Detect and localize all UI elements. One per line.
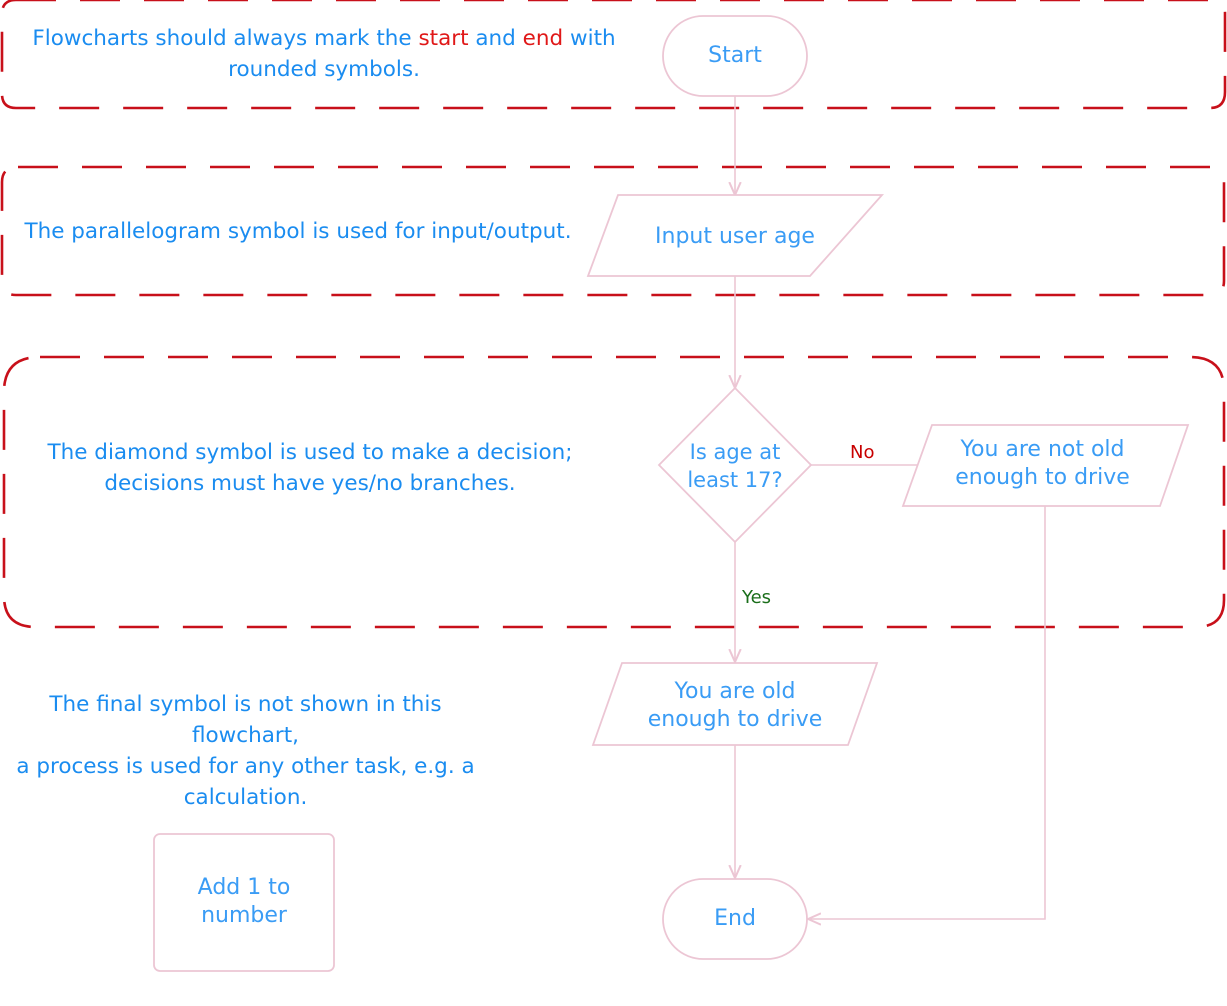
input-age-label: Input user age (655, 224, 815, 249)
age-decision-diamond (657, 386, 813, 544)
process-example-label: Add 1 to number (197, 875, 291, 928)
edge-no-label: No (850, 442, 875, 463)
input-age-parallelogram (586, 194, 885, 277)
note-terminator-end-word: end (522, 26, 564, 51)
not-old-enough-label: You are not old enough to drive (955, 437, 1130, 490)
note-terminator-start-word: start (418, 26, 469, 51)
note-terminator-middle: and (468, 26, 523, 51)
note-terminator-before: Flowcharts should always mark the (32, 26, 419, 51)
note-final-line1: The final symbol is not shown in this fl… (49, 692, 442, 748)
start-terminator (662, 15, 808, 97)
edge-yes-label: Yes (742, 587, 772, 608)
decision-label: Is age at least 17? (687, 440, 783, 492)
start-label: Start (708, 43, 762, 68)
note-final: The final symbol is not shown in this fl… (8, 689, 483, 813)
note-diamond: The diamond symbol is used to make a dec… (47, 440, 573, 496)
end-label: End (714, 906, 756, 931)
note-final-line2: a process is used for any other task, e.… (16, 754, 475, 810)
note-terminator: Flowcharts should always mark the start … (14, 23, 634, 85)
not-old-enough-parallelogram (901, 424, 1190, 507)
old-enough-label: You are old enough to drive (647, 679, 823, 732)
old-enough-parallelogram (591, 662, 879, 746)
note-terminator-after: with rounded symbols. (228, 26, 616, 82)
region-parallelogram (0, 165, 1226, 297)
note-parallelogram: The parallelogram symbol is used for inp… (24, 219, 572, 244)
end-terminator (662, 878, 808, 960)
edge-not-old-enough-to-end (808, 506, 1046, 919)
region-decision (2, 355, 1226, 629)
process-example-rect (153, 833, 335, 972)
